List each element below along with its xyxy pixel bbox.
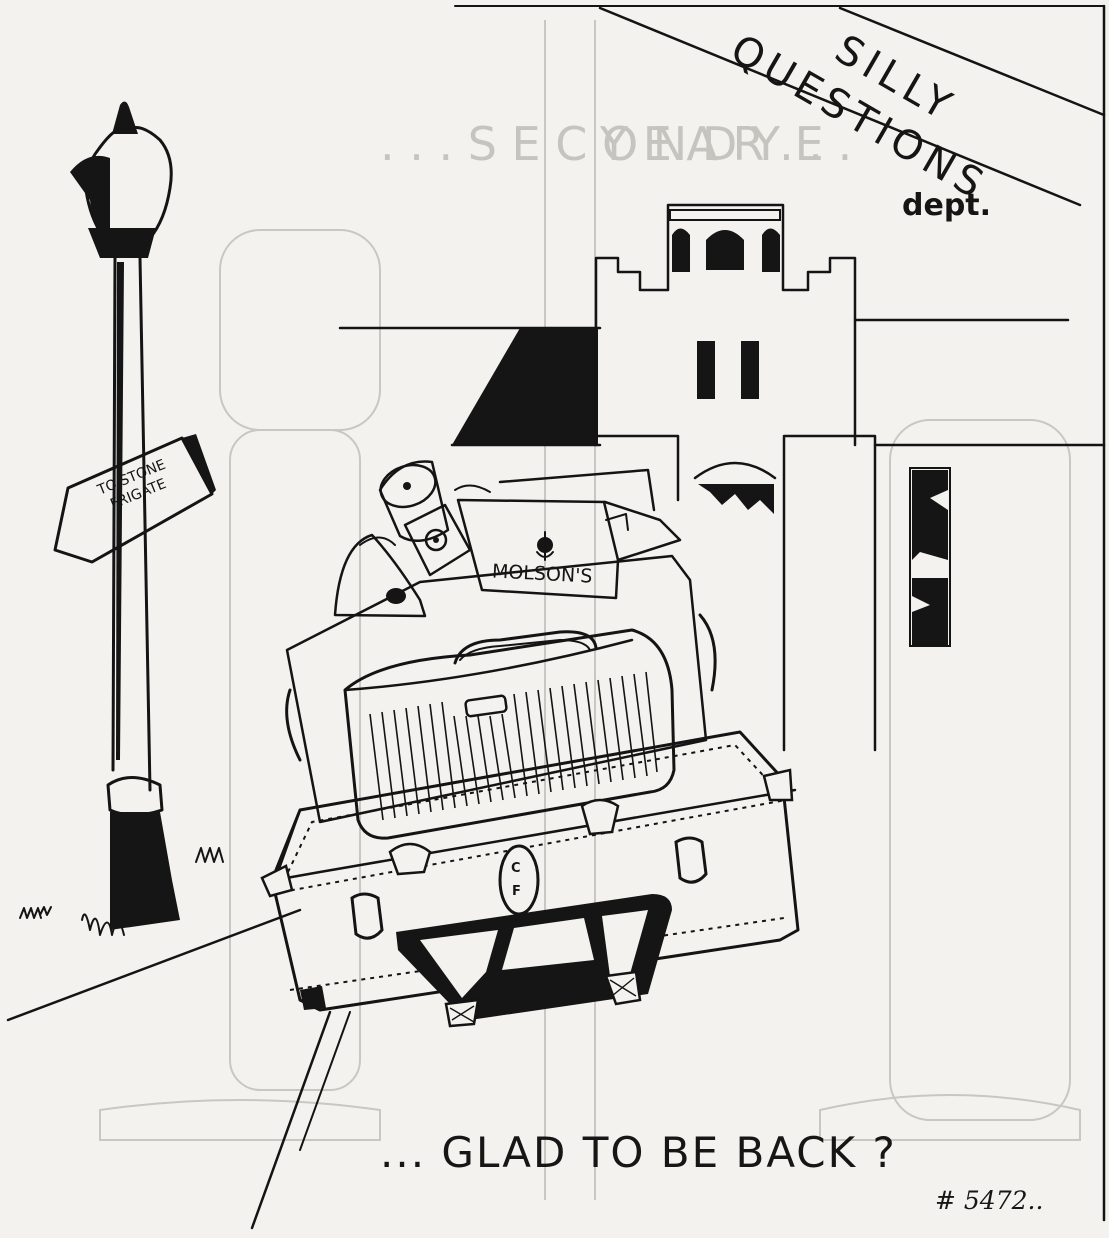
trunk-initial-bottom: F (512, 884, 521, 899)
ghost-text-right: Y E A R . . . (599, 117, 852, 171)
signpost-board (53, 434, 216, 564)
ghost-text-left: . . . S E C O N D Y E (380, 117, 824, 171)
ground-lines (6, 908, 351, 1230)
banner-suffix: dept. (902, 188, 992, 223)
lamppost (70, 101, 180, 930)
building (338, 203, 1106, 752)
grass-tufts (19, 847, 224, 936)
trunk-initial-top: C (511, 861, 521, 876)
banner-frame (454, 4, 1106, 1222)
caption: ... GLAD TO BE BACK ? (380, 1128, 897, 1177)
reference-number: # 5472.. (935, 1186, 1044, 1215)
luggage-pile (260, 460, 800, 1028)
